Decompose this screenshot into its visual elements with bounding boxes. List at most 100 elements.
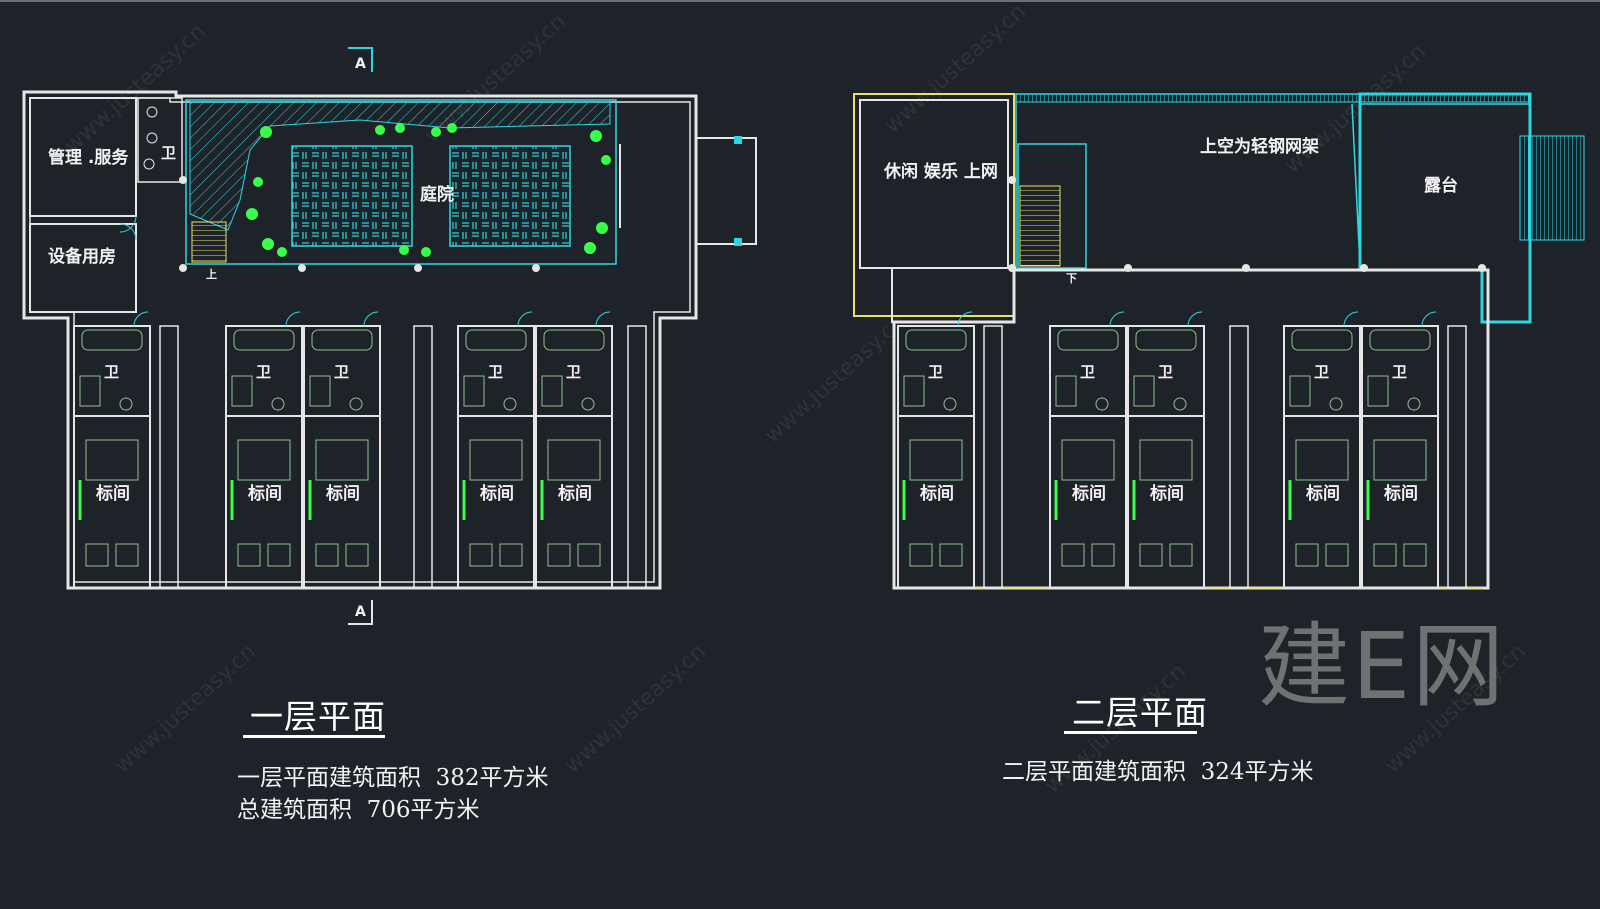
bathtub	[905, 329, 967, 351]
bed	[315, 439, 369, 481]
toilet-fixture	[1329, 397, 1343, 411]
floor2-title-underline	[1064, 731, 1197, 734]
service-shaft	[159, 325, 179, 589]
bed	[469, 439, 523, 481]
door-swing	[285, 311, 301, 327]
bathtub	[1369, 329, 1431, 351]
armchair	[939, 543, 963, 567]
guest-room-unit: 卫标间	[303, 311, 381, 589]
shower	[1055, 375, 1077, 407]
guest-room-unit: 卫标间	[1283, 311, 1361, 589]
terrace	[1358, 92, 1532, 324]
entrance-column	[734, 238, 742, 246]
bathtub	[543, 329, 605, 351]
stair-core	[1017, 143, 1087, 269]
armchair	[1091, 543, 1115, 567]
room-label-equipment: 设备用房	[48, 246, 116, 267]
toilet-fixture	[349, 397, 363, 411]
armchair	[499, 543, 523, 567]
shower	[309, 375, 331, 407]
bathtub	[1135, 329, 1197, 351]
armchair	[1169, 543, 1193, 567]
service-shaft	[1447, 325, 1467, 589]
door-swing	[957, 311, 973, 327]
leisure-room-outline	[853, 93, 1015, 317]
armchair	[577, 543, 601, 567]
bedroom	[897, 415, 975, 589]
total-area: 总建筑面积 706平方米	[237, 797, 480, 823]
room-label-wc: 卫	[161, 144, 176, 162]
service-shaft	[627, 325, 647, 589]
toilet-fixture	[146, 106, 158, 118]
bedroom	[1049, 415, 1127, 589]
armchair	[115, 543, 139, 567]
guest-room-unit: 卫标间	[1049, 311, 1127, 589]
bedroom	[1127, 415, 1205, 589]
armchair	[1061, 543, 1085, 567]
room-label-leisure: 休闲 娱乐 上网	[883, 161, 998, 182]
room-label-steel-frame: 上空为轻钢网架	[1200, 136, 1319, 157]
door-swing	[119, 223, 137, 241]
service-shaft	[983, 325, 1003, 589]
toilet-fixture	[943, 397, 957, 411]
room-label-courtyard: 庭院	[420, 184, 454, 205]
bathtub	[81, 329, 143, 351]
door-swing	[1109, 311, 1125, 327]
wc-room	[137, 97, 183, 183]
armchair	[547, 543, 571, 567]
east-entrance	[696, 137, 757, 245]
paving-pattern-right	[449, 145, 571, 247]
guest-room-unit: 卫标间	[73, 311, 151, 589]
bed	[1295, 439, 1349, 481]
bedroom	[225, 415, 303, 589]
room-label-standard: 标间	[480, 483, 514, 504]
equipment-room	[29, 223, 137, 313]
stair-label-up: 上	[206, 267, 217, 281]
stair-label-down: 下	[1066, 272, 1077, 285]
room-label-standard: 标间	[558, 483, 592, 504]
armchair	[345, 543, 369, 567]
bathtub	[1057, 329, 1119, 351]
room-label-standard: 标间	[1384, 483, 1418, 504]
bed	[85, 439, 139, 481]
door-swing	[119, 215, 137, 233]
courtyard-stair	[191, 221, 227, 263]
armchair	[267, 543, 291, 567]
shower	[231, 375, 253, 407]
toilet-fixture	[503, 397, 517, 411]
room-label-terrace: 露台	[1424, 175, 1458, 196]
armchair	[469, 543, 493, 567]
bed	[1139, 439, 1193, 481]
leisure-bay	[891, 267, 1015, 323]
floor2-area: 二层平面建筑面积 324平方米	[1002, 759, 1314, 785]
plants	[246, 123, 611, 257]
room-label-bath: 卫	[928, 363, 943, 381]
outer-wall	[892, 268, 1490, 590]
door-swing	[1421, 311, 1437, 327]
shower	[1367, 375, 1389, 407]
armchair	[1295, 543, 1319, 567]
room-label-bath: 卫	[334, 363, 349, 381]
armchair	[1139, 543, 1163, 567]
section-label-top: A	[355, 56, 366, 72]
guest-room-unit: 卫标间	[225, 311, 303, 589]
bathtub	[311, 329, 373, 351]
armchair	[1325, 543, 1349, 567]
service-shaft	[1229, 325, 1249, 589]
toilet-fixture	[1173, 397, 1187, 411]
guest-room-unit: 卫标间	[535, 311, 613, 589]
room-label-bath: 卫	[1314, 363, 1329, 381]
paving-pattern-left	[291, 145, 413, 247]
armchair	[1373, 543, 1397, 567]
room-label-mgmt: 管理 .服务	[48, 147, 129, 168]
guest-room-unit: 卫标间	[897, 311, 975, 589]
room-label-bath: 卫	[256, 363, 271, 381]
shower	[463, 375, 485, 407]
shower	[1133, 375, 1155, 407]
guest-room-unit: 卫标间	[1127, 311, 1205, 589]
bed	[1061, 439, 1115, 481]
room-label-standard: 标间	[326, 483, 360, 504]
bedroom	[535, 415, 613, 589]
